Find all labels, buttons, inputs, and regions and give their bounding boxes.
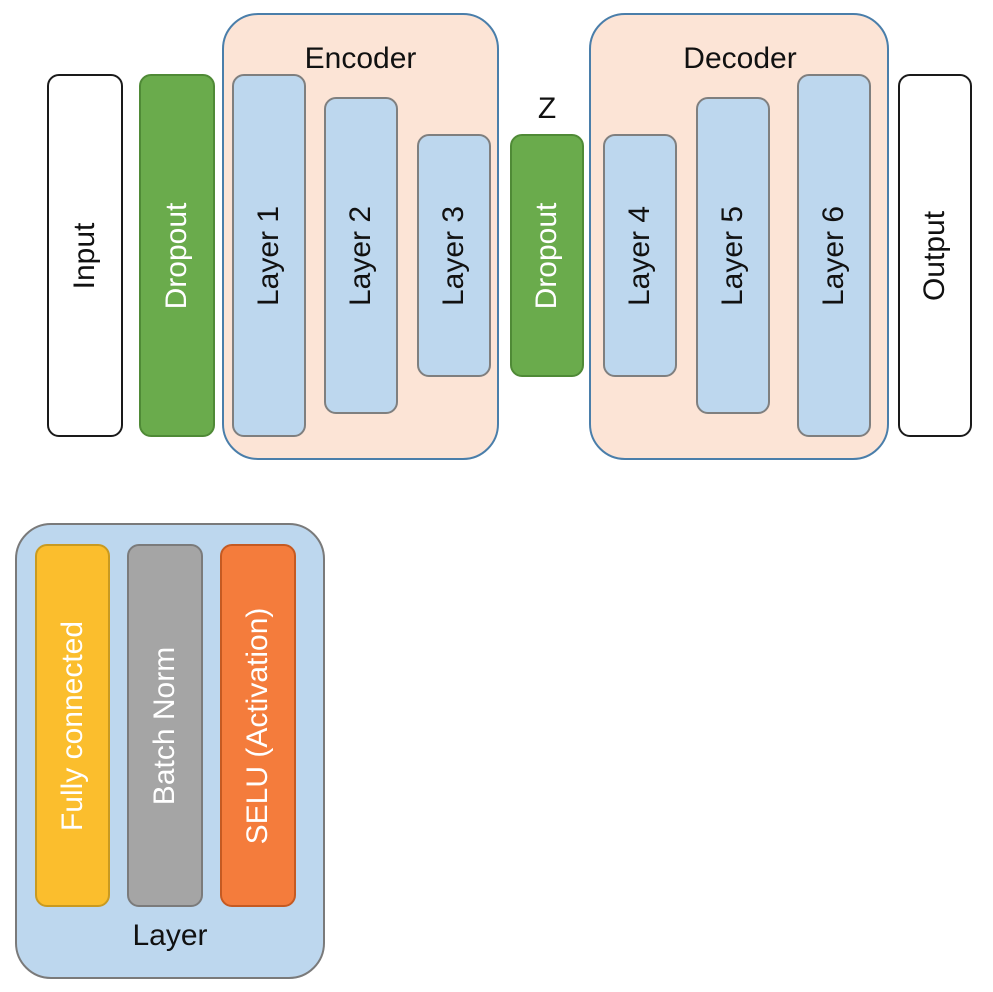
layer-legend-title: Layer (132, 919, 208, 952)
selu-activation-label: SELU (Activation) (241, 607, 274, 844)
layer-5-block: Layer 5 (696, 97, 770, 414)
decoder-title: Decoder (683, 42, 797, 75)
layer-6-block: Layer 6 (797, 74, 871, 437)
encoder-dropout-label: Dropout (160, 202, 193, 309)
bottleneck-dropout-label: Dropout (530, 202, 563, 309)
selu-activation-block: SELU (Activation) (220, 544, 296, 907)
fully-connected-block: Fully connected (35, 544, 110, 907)
layer-3-label: Layer 3 (437, 205, 470, 306)
layer-4-block: Layer 4 (603, 134, 677, 377)
layer-2-block: Layer 2 (324, 97, 398, 414)
encoder-dropout-block: Dropout (139, 74, 215, 437)
batch-norm-block: Batch Norm (127, 544, 203, 907)
fully-connected-label: Fully connected (55, 620, 89, 831)
layer-4-label: Layer 4 (623, 205, 656, 306)
layer-2-label: Layer 2 (344, 205, 377, 306)
output-label: Output (918, 210, 951, 301)
layer-1-label: Layer 1 (252, 205, 285, 306)
input-label: Input (68, 222, 101, 289)
layer-6-label: Layer 6 (817, 205, 850, 306)
bottleneck-dropout-block: Dropout (510, 134, 584, 377)
output-block: Output (898, 74, 972, 437)
input-block: Input (47, 74, 123, 437)
layer-1-block: Layer 1 (232, 74, 306, 437)
layer-5-label: Layer 5 (716, 205, 749, 306)
z-label: Z (537, 92, 557, 125)
layer-3-block: Layer 3 (417, 134, 491, 377)
encoder-title: Encoder (304, 42, 417, 75)
batch-norm-label: Batch Norm (148, 646, 181, 805)
